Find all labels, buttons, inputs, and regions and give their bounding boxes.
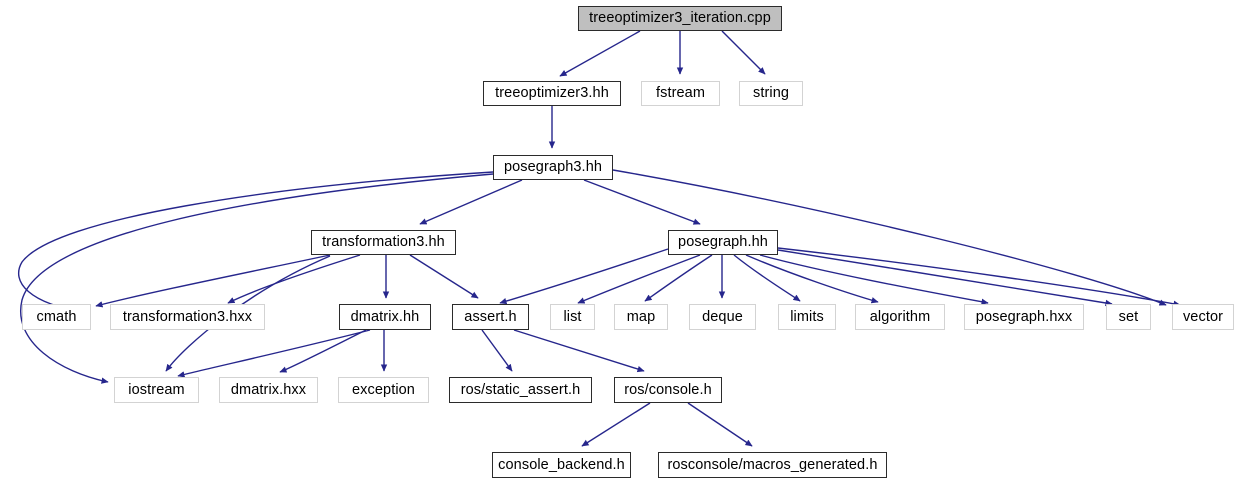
edge-posegraph3_hh-to-posegraph_hh [583,179,701,225]
node-label: fstream [655,85,706,102]
node-label: list [563,308,582,325]
node-label: vector [1182,308,1224,325]
graph-node-posegraph_hxx[interactable]: posegraph.hxx [964,304,1084,330]
edge-posegraph_hh-to-vector [777,247,1181,307]
graph-node-posegraph3_hh[interactable]: posegraph3.hh [493,155,613,180]
graph-node-dmatrix_hxx[interactable]: dmatrix.hxx [219,377,318,403]
edge-assert_h-to-ros_static_assert_h [481,329,513,372]
graph-node-treeoptimizer3_hh[interactable]: treeoptimizer3.hh [483,81,621,106]
edge-transformation3_hh-to-cmath [95,254,331,308]
node-label: ros/static_assert.h [460,381,581,398]
edge-transformation3_hh-to-assert_h [409,254,479,299]
node-label: transformation3.hxx [122,308,253,325]
node-label: map [626,308,656,325]
edge-posegraph3_hh-to-vector [612,169,1167,306]
node-label: assert.h [464,308,517,325]
node-label: console_backend.h [498,456,625,473]
edge-posegraph_hh-to-limits [733,254,801,302]
graph-node-string[interactable]: string [739,81,803,106]
graph-node-dmatrix_hh[interactable]: dmatrix.hh [339,304,431,330]
graph-node-deque[interactable]: deque [689,304,756,330]
node-label: rosconsole/macros_generated.h [667,456,878,473]
graph-node-map[interactable]: map [614,304,668,330]
graph-node-fstream[interactable]: fstream [641,81,720,106]
graph-node-transformation3_hh[interactable]: transformation3.hh [311,230,456,255]
edge-ros_console_h-to-console_backend_h [581,402,651,447]
node-label: algorithm [869,308,931,325]
edge-posegraph_hh-to-posegraph_hxx [759,254,989,305]
edge-treeoptimizer3_iteration_cpp-to-string [721,30,766,75]
node-label: treeoptimizer3.hh [495,85,609,102]
node-label: dmatrix.hxx [230,381,307,398]
edge-posegraph_hh-to-list [577,254,701,304]
node-label: dmatrix.hh [350,308,420,325]
node-label: transformation3.hh [322,234,445,251]
node-label: treeoptimizer3_iteration.cpp [589,10,771,27]
graph-node-vector[interactable]: vector [1172,304,1234,330]
graph-node-transformation3_hxx[interactable]: transformation3.hxx [110,304,265,330]
graph-node-treeoptimizer3_iteration_cpp[interactable]: treeoptimizer3_iteration.cpp [578,6,782,31]
node-label: posegraph.hh [678,234,768,251]
node-label: ros/console.h [624,381,712,398]
edge-posegraph_hh-to-algorithm [745,254,879,304]
graph-node-ros_static_assert_h[interactable]: ros/static_assert.h [449,377,592,403]
node-label: set [1118,308,1139,325]
graph-node-posegraph_hh[interactable]: posegraph.hh [668,230,778,255]
graph-node-exception[interactable]: exception [338,377,429,403]
graph-node-assert_h[interactable]: assert.h [452,304,529,330]
graph-node-list[interactable]: list [550,304,595,330]
node-label: string [752,85,790,102]
edge-transformation3_hh-to-transformation3_hxx [227,254,361,304]
edge-posegraph_hh-to-assert_h [499,248,669,305]
graph-node-set[interactable]: set [1106,304,1151,330]
graph-node-algorithm[interactable]: algorithm [855,304,945,330]
edge-dmatrix_hh-to-dmatrix_hxx [279,329,367,373]
graph-node-limits[interactable]: limits [778,304,836,330]
edge-assert_h-to-ros_console_h [513,329,645,373]
graph-node-iostream[interactable]: iostream [114,377,199,403]
edge-ros_console_h-to-rosconsole_macros_generated_h [687,402,753,447]
edge-posegraph_hh-to-map [644,254,713,302]
edge-posegraph3_hh-to-iostream [19,173,494,384]
edge-dmatrix_hh-to-iostream [177,329,371,378]
edge-posegraph3_hh-to-cmath [17,171,494,315]
node-label: limits [790,308,824,325]
node-label: cmath [36,308,77,325]
graph-node-console_backend_h[interactable]: console_backend.h [492,452,631,478]
graph-node-rosconsole_macros_generated_h[interactable]: rosconsole/macros_generated.h [658,452,887,478]
graph-node-cmath[interactable]: cmath [22,304,91,330]
graph-node-ros_console_h[interactable]: ros/console.h [614,377,722,403]
node-label: deque [702,308,743,325]
edge-posegraph3_hh-to-transformation3_hh [419,179,523,225]
edge-posegraph_hh-to-set [777,249,1113,307]
node-label: iostream [128,381,185,398]
edge-treeoptimizer3_iteration_cpp-to-treeoptimizer3_hh [559,30,641,77]
node-label: exception [352,381,415,398]
node-label: posegraph.hxx [975,308,1073,325]
node-label: posegraph3.hh [503,159,603,176]
